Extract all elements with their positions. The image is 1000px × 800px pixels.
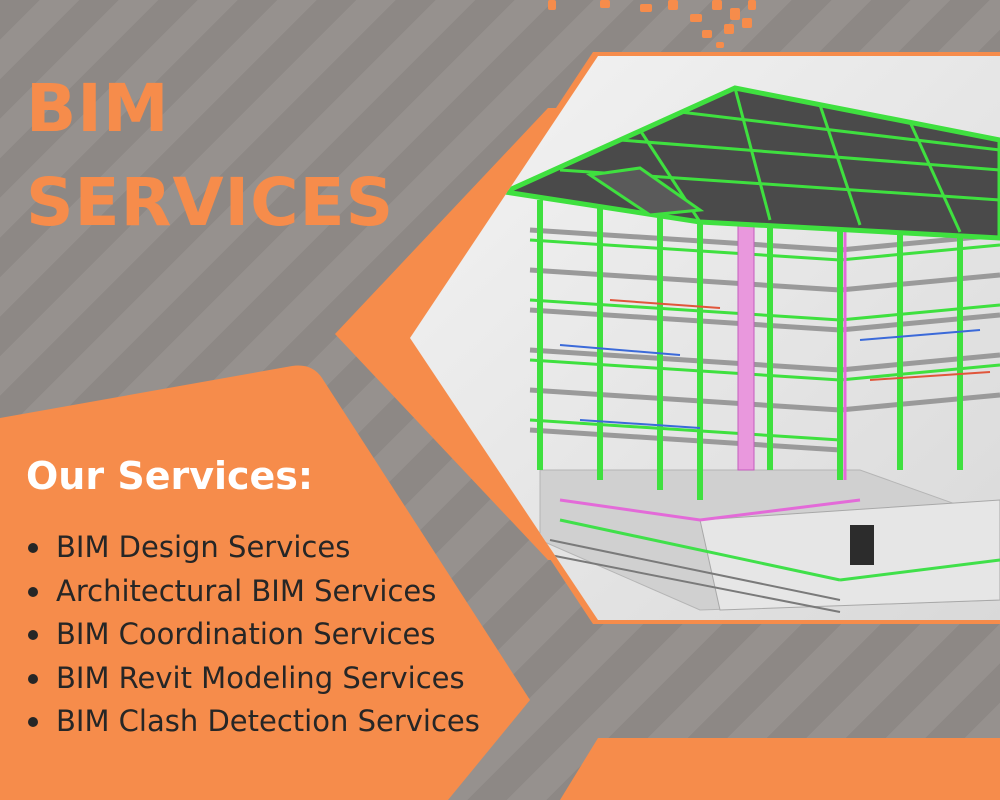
bullet-icon <box>28 717 38 727</box>
title-line-2: SERVICES <box>26 164 395 241</box>
list-item: BIM Design Services <box>26 526 496 570</box>
list-item: BIM Revit Modeling Services <box>26 657 496 701</box>
dot-pattern-decoration <box>548 0 756 48</box>
service-label: BIM Revit Modeling Services <box>56 660 465 695</box>
list-item: BIM Coordination Services <box>26 613 496 657</box>
bottom-right-panel <box>560 738 1000 800</box>
list-item: Architectural BIM Services <box>26 570 496 614</box>
bullet-icon <box>28 630 38 640</box>
service-label: BIM Coordination Services <box>56 617 436 651</box>
service-label: Architectural BIM Services <box>56 573 437 608</box>
service-label: BIM Clash Detection Services <box>56 704 480 738</box>
services-panel <box>0 365 530 800</box>
bullet-icon <box>28 543 38 553</box>
services-heading: Our Services: <box>26 454 314 498</box>
services-list: BIM Design Services Architectural BIM Se… <box>26 526 496 744</box>
service-label: BIM Design Services <box>56 530 351 564</box>
bullet-icon <box>28 673 38 684</box>
title-line-1: BIM <box>26 70 170 147</box>
list-item: BIM Clash Detection Services <box>26 700 496 744</box>
page-title: BIM SERVICES <box>26 62 394 250</box>
bullet-icon <box>28 586 38 597</box>
